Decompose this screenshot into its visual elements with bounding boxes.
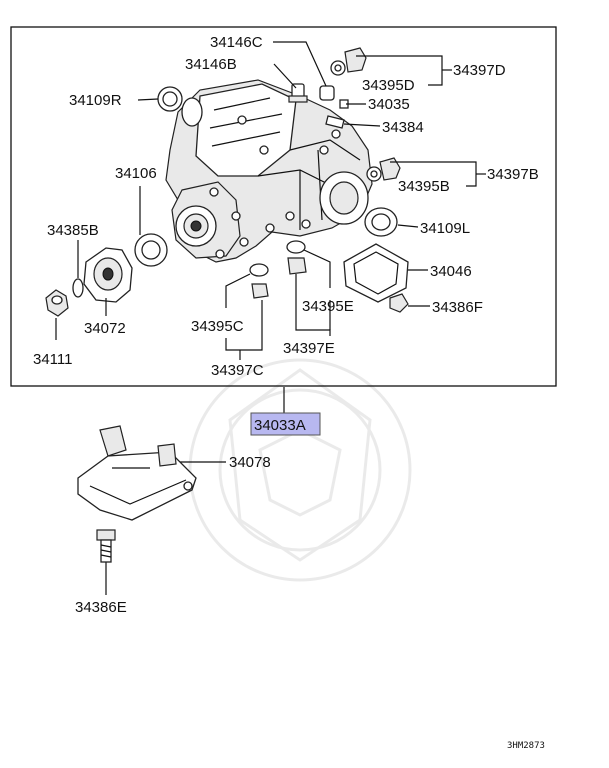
watermark-emblem <box>188 358 412 582</box>
oil-seal-34109l <box>364 207 398 237</box>
fill-plug-group-b <box>366 157 401 182</box>
label-34395e: 34395E <box>302 298 354 315</box>
drain-plug-group-d <box>330 47 367 76</box>
leader-lines <box>55 41 486 595</box>
nut-34111 <box>45 289 69 317</box>
label-34046: 34046 <box>430 263 472 280</box>
washer-34385b <box>72 278 84 298</box>
part-labels: 34146C 34146B 34109R 34395D 34397D 34035… <box>33 34 545 751</box>
label-34397e: 34397E <box>283 340 335 357</box>
bolt-34386f <box>389 293 409 313</box>
oil-seal-34109r <box>157 86 183 112</box>
label-34397b: 34397B <box>487 166 539 183</box>
label-34106: 34106 <box>115 165 157 182</box>
fill-plug-group-e <box>286 240 307 275</box>
image-code: 3HM2873 <box>507 741 545 751</box>
oil-seal-34106 <box>134 233 168 267</box>
label-34395c: 34395C <box>191 318 244 335</box>
label-34386e: 34386E <box>75 599 127 616</box>
label-34111: 34111 <box>33 351 73 368</box>
cover-34046 <box>343 243 409 303</box>
label-34033a: 34033A <box>254 417 306 434</box>
fitting-34384 <box>325 115 345 129</box>
label-34109l: 34109L <box>420 220 470 237</box>
label-34078: 34078 <box>229 454 271 471</box>
label-34072: 34072 <box>84 320 126 337</box>
label-34395d: 34395D <box>362 77 415 94</box>
label-34395b: 34395B <box>398 178 450 195</box>
label-34386f: 34386F <box>432 299 483 316</box>
cap-34146c <box>319 85 335 101</box>
label-34384: 34384 <box>382 119 424 136</box>
label-34109r: 34109R <box>69 92 122 109</box>
label-34397d: 34397D <box>453 62 506 79</box>
label-34035: 34035 <box>368 96 410 113</box>
label-34146b: 34146B <box>185 56 237 73</box>
drain-plug-group-c <box>249 263 269 299</box>
label-34146c: 34146C <box>210 34 263 51</box>
mount-bracket-34078 <box>77 425 197 521</box>
assembly-frame <box>10 26 557 387</box>
breather-34146b <box>288 83 308 103</box>
bolt-34386e <box>96 529 116 563</box>
assembly-label-highlight <box>250 412 321 436</box>
differential-carrier <box>165 79 373 263</box>
companion-flange-34072 <box>83 247 133 303</box>
label-34397c: 34397C <box>211 362 264 379</box>
label-34385b: 34385B <box>47 222 99 239</box>
